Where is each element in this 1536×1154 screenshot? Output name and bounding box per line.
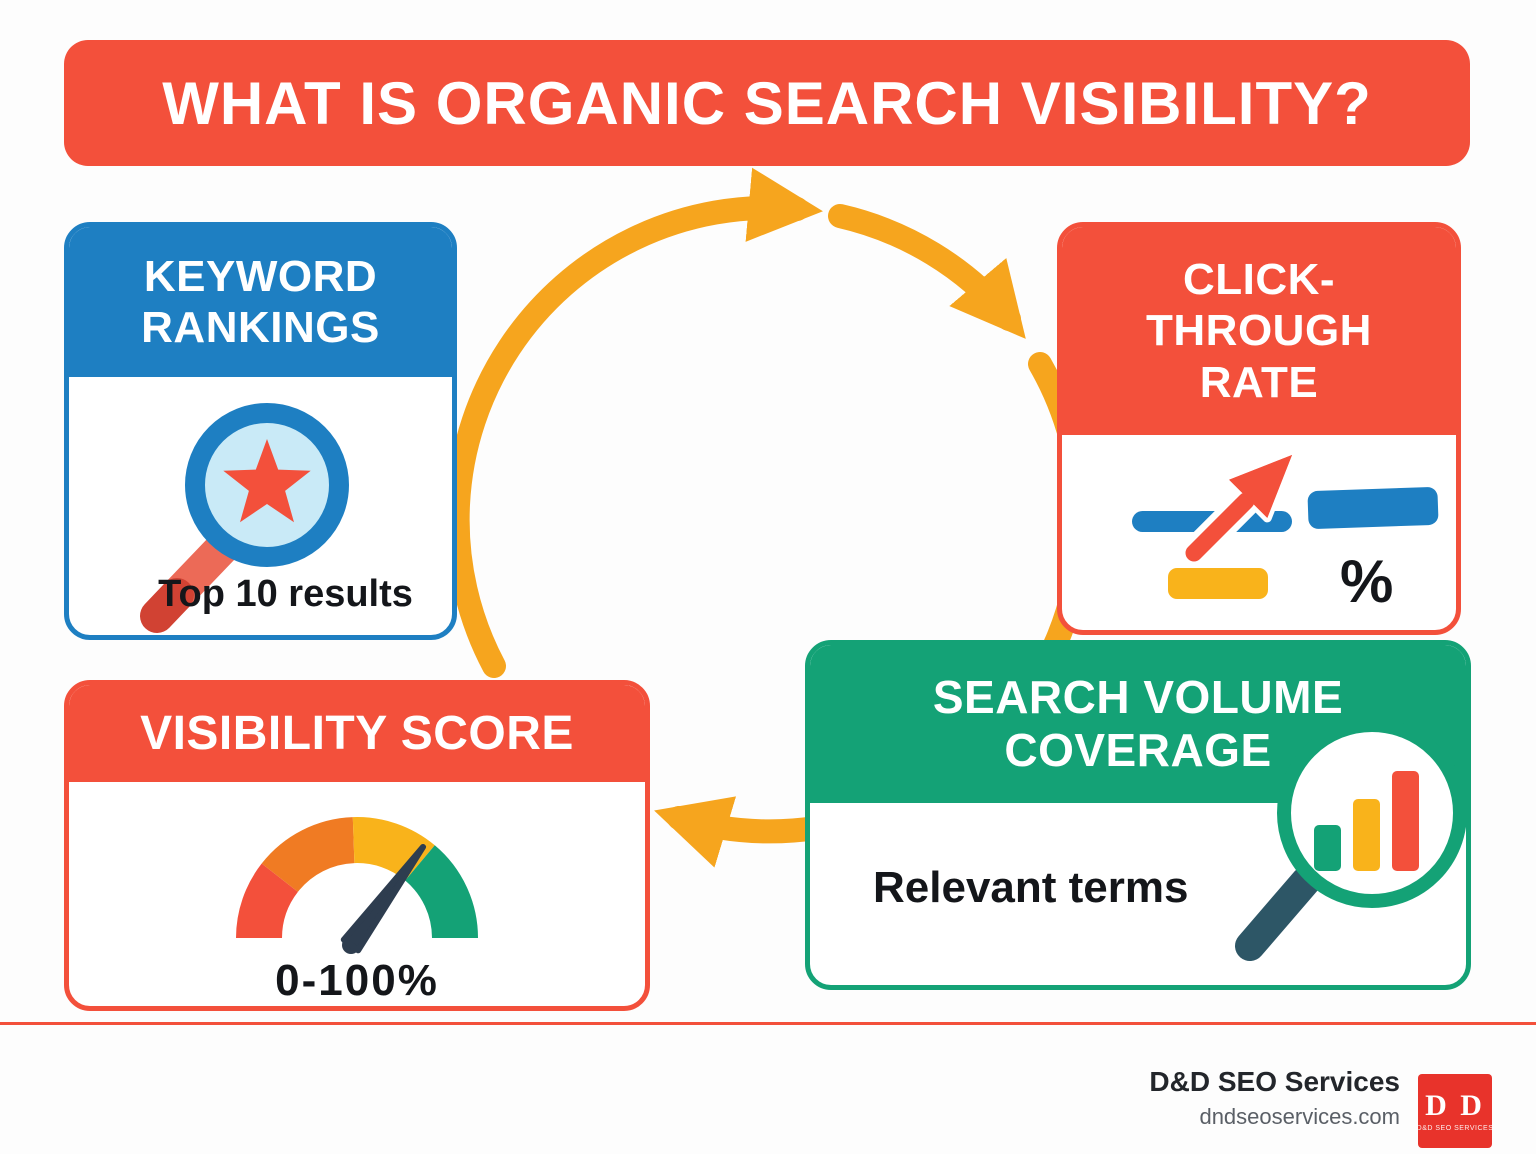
footer-brand: D&D SEO Services <box>1149 1066 1400 1097</box>
card-visibility-score: VISIBILITY SCORE 0-100% <box>64 680 650 1011</box>
gauge-icon <box>236 817 478 954</box>
magnifier-star-icon <box>140 403 349 633</box>
keyword-rankings-caption: Top 10 results <box>158 573 413 615</box>
keyword-rankings-body: Top 10 results <box>69 377 452 633</box>
magnifier-bar-chart-icon <box>1235 718 1466 961</box>
page-title: WHAT IS ORGANIC SEARCH VISIBILITY? <box>162 69 1372 137</box>
click-through-rate-caption: % <box>1340 548 1394 615</box>
gauge-needle-icon <box>340 844 426 954</box>
footer-divider <box>0 1022 1536 1025</box>
footer-text-block: D&D SEO Services dndseoservices.com <box>1149 1066 1400 1130</box>
click-through-rate-header: CLICK-THROUGH RATE <box>1062 227 1456 435</box>
visibility-score-title: VISIBILITY SCORE <box>140 706 574 760</box>
keyword-rankings-header: KEYWORD RANKINGS <box>69 227 452 377</box>
card-search-volume-coverage: SEARCH VOLUME COVERAGE Relevant terms <box>805 640 1471 990</box>
cycle-arc-top-right <box>828 204 1026 339</box>
bar-chart-bar <box>1314 825 1341 871</box>
search-volume-coverage-title: SEARCH VOLUME COVERAGE <box>932 670 1344 776</box>
brand-logo-caption: D&D SEO SERVICES <box>1416 1124 1494 1132</box>
search-volume-coverage-caption: Relevant terms <box>873 863 1189 912</box>
card-click-through-rate: CLICK-THROUGH RATE % <box>1057 222 1461 635</box>
cycle-arc-left-top <box>445 167 823 678</box>
visibility-score-body: 0-100% <box>69 782 645 1006</box>
click-through-rate-body: % <box>1062 435 1456 625</box>
brand-logo-letters: D D <box>1425 1088 1485 1122</box>
bar-chart-bar <box>1353 799 1380 871</box>
visibility-score-caption: 0-100% <box>275 956 439 1005</box>
cursor-click-icon <box>1179 450 1297 568</box>
title-banner: WHAT IS ORGANIC SEARCH VISIBILITY? <box>64 40 1470 166</box>
keyword-rankings-title: KEYWORD RANKINGS <box>141 251 380 352</box>
star-icon <box>223 439 311 523</box>
bar-chart-bar <box>1392 771 1419 871</box>
visibility-score-header: VISIBILITY SCORE <box>69 685 645 782</box>
click-through-rate-title: CLICK-THROUGH RATE <box>1146 255 1372 407</box>
card-keyword-rankings: KEYWORD RANKINGS Top 10 results <box>64 222 457 640</box>
result-bar-icon <box>1168 568 1268 599</box>
footer-website: dndseoservices.com <box>1199 1104 1400 1129</box>
brand-logo: D D D&D SEO SERVICES <box>1416 1074 1494 1148</box>
